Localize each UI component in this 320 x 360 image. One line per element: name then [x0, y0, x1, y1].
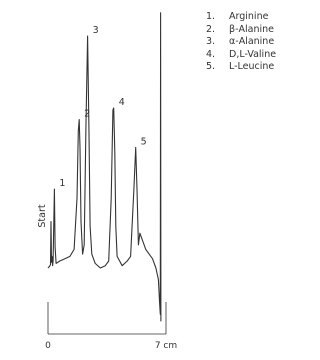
peak-label: 4	[119, 97, 125, 108]
legend-item-label: Arginine	[229, 11, 269, 22]
legend-item-number: 1.	[206, 11, 216, 22]
start-label: Start	[37, 204, 48, 227]
legend-item-number: 2.	[206, 23, 216, 35]
legend-item-label: D,L-Valine	[229, 48, 277, 60]
legend-item-label: L-Leucine	[229, 61, 275, 73]
x-axis: 0 7 cm	[45, 302, 177, 351]
legend-item: 3. α-Alanine	[206, 36, 276, 49]
peak-label: 1	[59, 178, 65, 189]
legend-item-number: 3.	[206, 36, 216, 48]
peak-label: 2	[84, 109, 90, 120]
chromatogram-trace	[47, 12, 162, 322]
legend-item: 5. L-Leucine	[206, 61, 276, 74]
legend: 1. Arginine 2. β-Alanine 3. α-Alanine 4.…	[206, 11, 276, 74]
legend-item: 1. Arginine	[206, 11, 276, 24]
x-tick-label: 0	[45, 341, 51, 351]
legend-item-label: β-Alanine	[229, 23, 274, 35]
legend-item-number: 4.	[206, 48, 216, 60]
legend-item: 2. β-Alanine	[206, 24, 276, 37]
legend-item: 4. D,L-Valine	[206, 49, 276, 62]
x-tick-label: 7 cm	[155, 341, 177, 351]
trace-layer	[47, 12, 162, 322]
peak-label: 5	[141, 136, 147, 147]
peak-label: 3	[93, 25, 99, 36]
legend-item-number: 5.	[206, 61, 216, 73]
legend-item-label: α-Alanine	[229, 36, 275, 48]
